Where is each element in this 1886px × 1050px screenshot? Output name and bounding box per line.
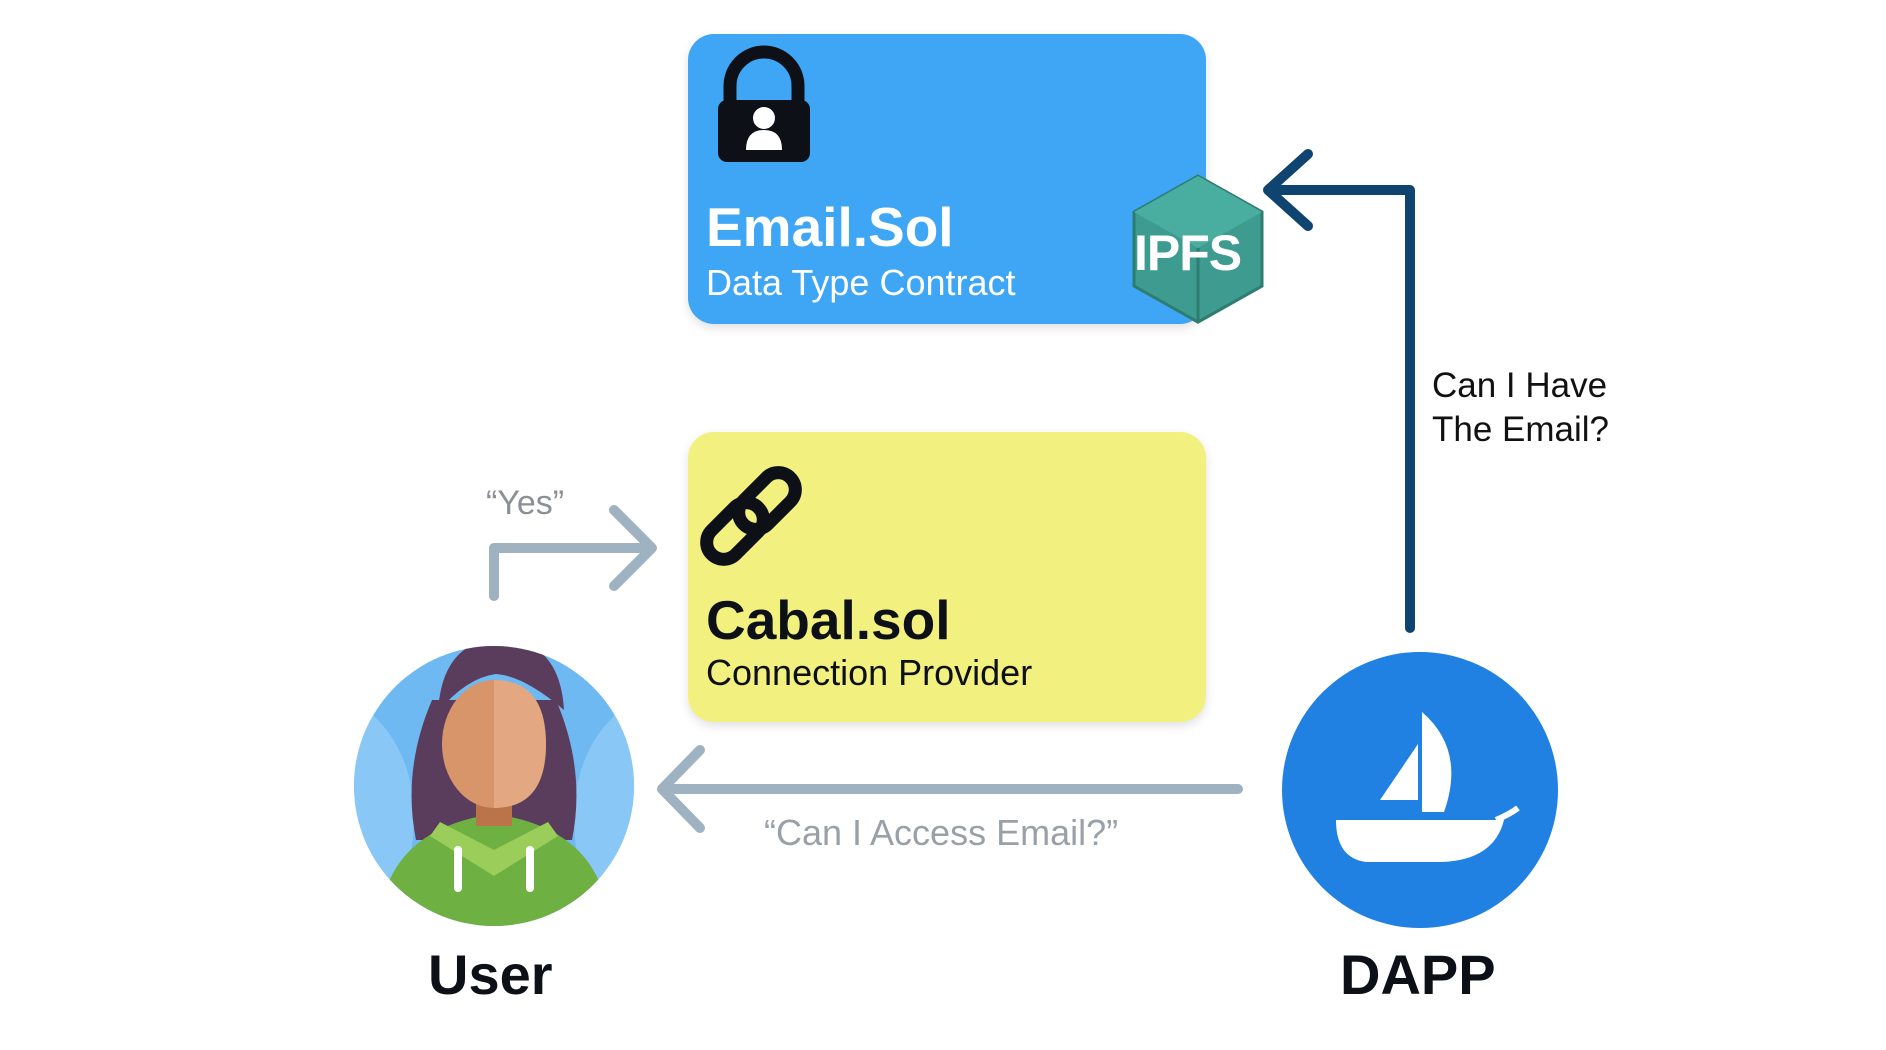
- user-to-cabal-arrow: [489, 505, 657, 601]
- chain-link-icon: [700, 466, 802, 566]
- padlock-user-icon: [718, 45, 810, 162]
- ipfs-badge-label: IPFS: [1134, 225, 1242, 281]
- cabal-sol-card: [688, 432, 1206, 722]
- email-card-title: Email.Sol: [706, 196, 954, 258]
- email-sol-card: [688, 34, 1206, 324]
- dapp-to-email-arrow: [1263, 149, 1415, 633]
- user-node-label: User: [428, 943, 553, 1006]
- email-card-subtitle: Data Type Contract: [706, 262, 1016, 303]
- cabal-card-title: Cabal.sol: [706, 589, 951, 651]
- ipfs-hexagon-icon: [1132, 174, 1264, 324]
- sailboat-logo: [1282, 652, 1558, 928]
- dapp-to-user-arrow: [657, 745, 1243, 833]
- dapp-request-label: “Can I Access Email?”: [764, 812, 1119, 853]
- dapp-question-label: Can I Have The Email?: [1432, 366, 1610, 449]
- user-answer-label: “Yes”: [486, 484, 565, 522]
- cabal-card-subtitle: Connection Provider: [706, 652, 1033, 693]
- dapp-node-label: DAPP: [1340, 943, 1496, 1006]
